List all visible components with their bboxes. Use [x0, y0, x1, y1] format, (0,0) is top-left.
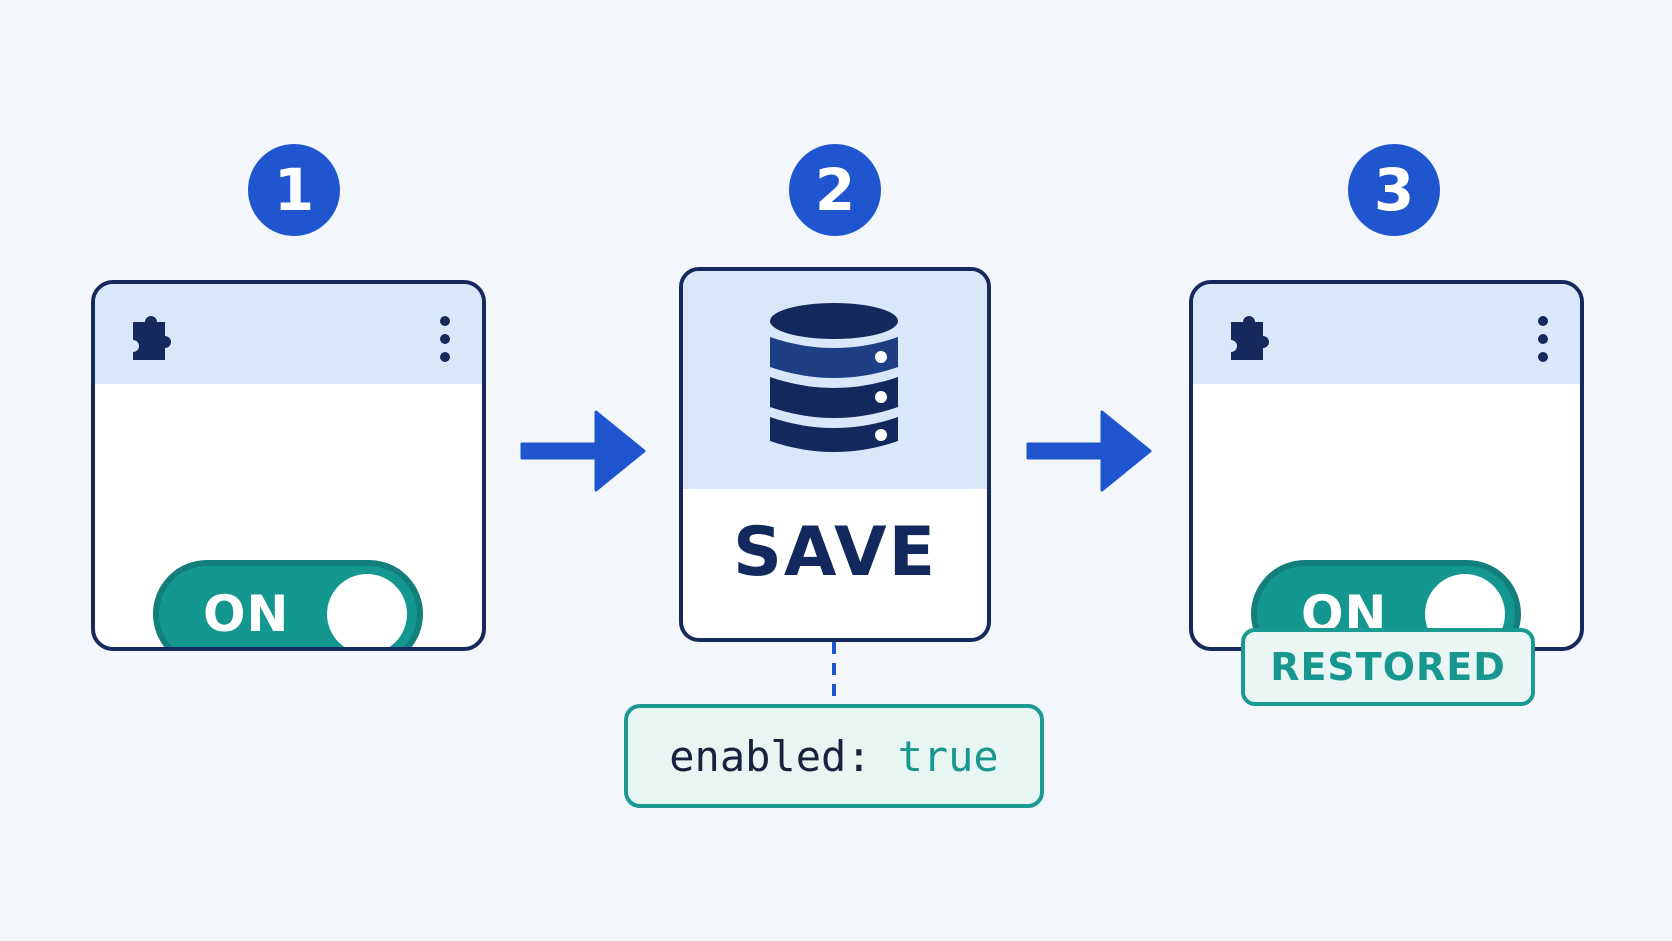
database-icon: [770, 303, 898, 452]
window-titlebar: [95, 284, 482, 384]
arrow-right-icon: [1026, 410, 1152, 492]
stored-setting-box: enabled: true: [624, 704, 1044, 808]
step-2-badge: 2: [789, 144, 881, 236]
step-3-badge: 3: [1348, 144, 1440, 236]
extension-window-after: ON: [1189, 280, 1584, 651]
window-titlebar: [1193, 284, 1580, 384]
save-card: SAVE: [679, 267, 991, 642]
arrow-right-icon: [520, 410, 646, 492]
setting-key: enabled:: [669, 731, 872, 781]
save-card-top: [683, 271, 987, 489]
kebab-menu-icon[interactable]: [438, 314, 452, 364]
dashed-connector: [832, 642, 836, 708]
restored-badge: RESTORED: [1241, 628, 1535, 706]
save-label: SAVE: [732, 513, 938, 592]
step-1-badge: 1: [248, 144, 340, 236]
puzzle-piece-icon: [133, 316, 171, 360]
kebab-menu-icon[interactable]: [1536, 314, 1550, 364]
enable-toggle[interactable]: ON: [153, 560, 423, 647]
setting-value: true: [897, 731, 999, 781]
toggle-label: ON: [203, 585, 290, 643]
extension-window-before: ON: [91, 280, 486, 651]
toggle-knob: [327, 574, 407, 647]
puzzle-piece-icon: [1231, 316, 1269, 360]
